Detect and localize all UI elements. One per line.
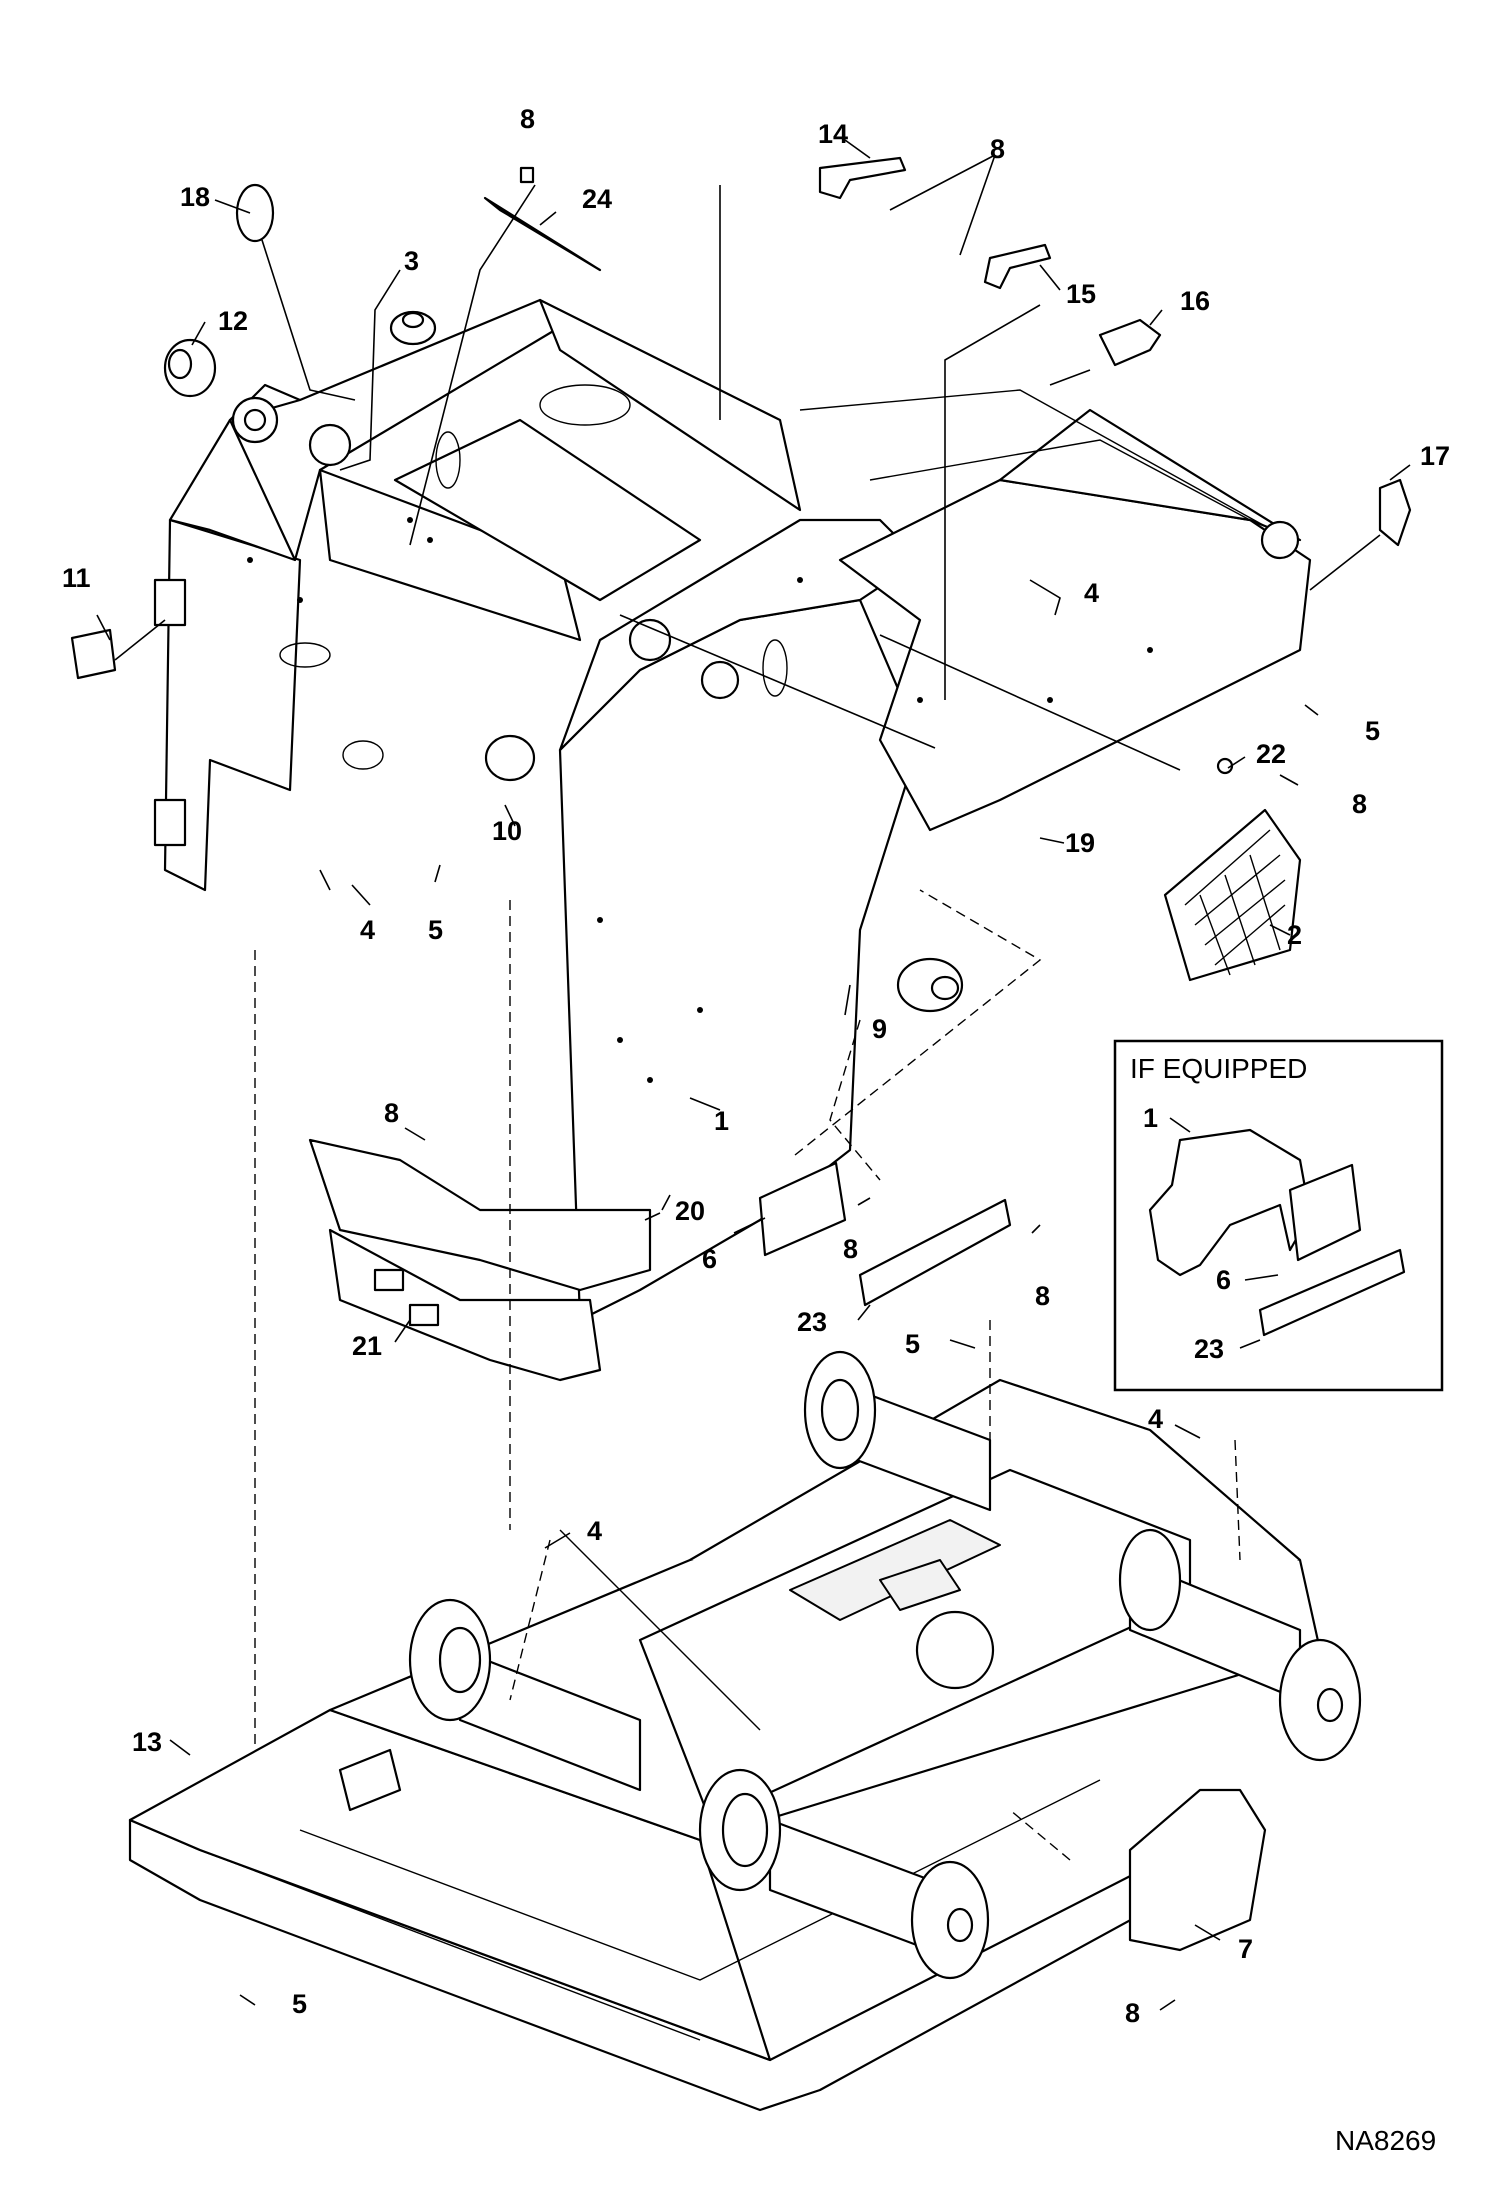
callout-8-top-right: 8 (990, 134, 1005, 164)
axles (408, 1350, 1362, 1980)
inset-callout-1: 1 (1143, 1103, 1158, 1133)
callout-8-top: 8 (520, 104, 535, 134)
callout-16: 16 (1180, 286, 1210, 316)
grille-part (1163, 808, 1302, 982)
callout-20: 20 (675, 1196, 705, 1226)
main-frame (153, 298, 1312, 1322)
inset-if-equipped: IF EQUIPPED 1 6 23 (1113, 1039, 1444, 1392)
callout-12: 12 (218, 306, 248, 336)
callout-2: 2 (1287, 920, 1302, 950)
callout-6: 6 (702, 1244, 717, 1274)
leader-lines (96, 139, 1411, 2011)
callout-23: 23 (797, 1307, 827, 1337)
callout-8-strip: 8 (1035, 1281, 1050, 1311)
callout-5-right: 5 (1365, 716, 1380, 746)
drawing-number: NA8269 (1335, 2125, 1436, 2156)
callout-13: 13 (132, 1727, 162, 1757)
callout-3: 3 (404, 246, 419, 276)
callout-4-left: 4 (360, 915, 375, 945)
callout-8-grille: 8 (1352, 789, 1367, 819)
callout-14: 14 (818, 119, 848, 149)
callout-7: 7 (1238, 1934, 1253, 1964)
callout-24: 24 (582, 184, 612, 214)
loose-parts (70, 156, 1412, 1952)
frame-holes (247, 517, 1153, 1083)
callout-15: 15 (1066, 279, 1096, 309)
callout-17: 17 (1420, 441, 1450, 471)
inset-title: IF EQUIPPED (1130, 1053, 1307, 1084)
callout-21: 21 (352, 1331, 382, 1361)
callout-8-bottom: 8 (1125, 1998, 1140, 2028)
callout-4-chassis-left: 4 (587, 1516, 602, 1546)
callout-1: 1 (714, 1106, 729, 1136)
inset-callout-6: 6 (1216, 1265, 1231, 1295)
callout-18: 18 (180, 182, 210, 212)
callout-4-chassis-right: 4 (1148, 1404, 1163, 1434)
callout-4-upper-right: 4 (1084, 578, 1099, 608)
callout-8-bracket: 8 (384, 1098, 399, 1128)
callout-8-plate: 8 (843, 1234, 858, 1264)
inset-callout-23: 23 (1194, 1334, 1224, 1364)
lower-chassis (128, 1378, 1322, 2112)
callout-22: 22 (1256, 739, 1286, 769)
callout-10: 10 (492, 816, 522, 846)
callout-19: 19 (1065, 828, 1095, 858)
callout-9: 9 (872, 1014, 887, 1044)
callout-11: 11 (62, 563, 91, 593)
callout-5-left: 5 (428, 915, 443, 945)
callout-5-center: 5 (905, 1329, 920, 1359)
callout-labels: 1 2 3 4 4 4 4 5 5 5 5 6 7 8 8 8 8 8 8 8 … (62, 104, 1450, 2028)
callout-5-bottom: 5 (292, 1989, 307, 2019)
